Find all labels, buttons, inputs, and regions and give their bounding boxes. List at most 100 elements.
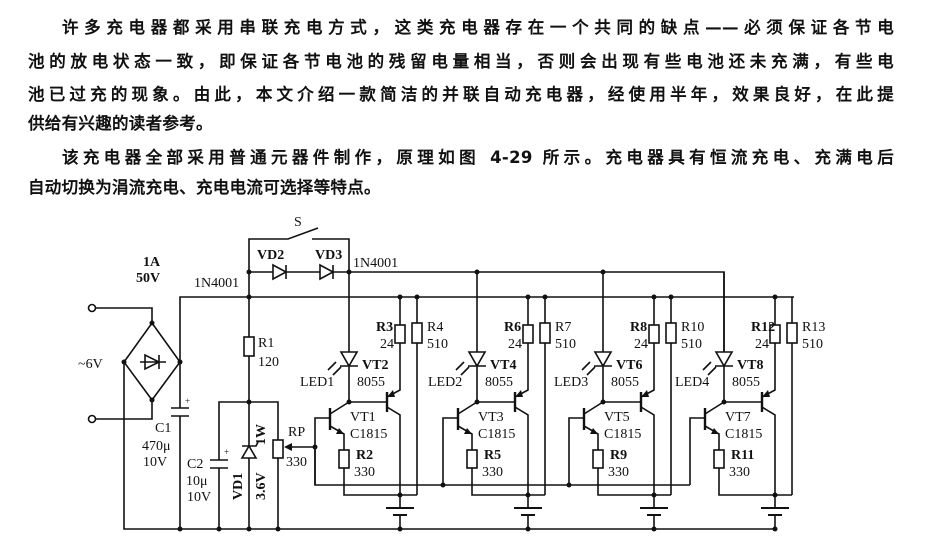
switch-label: S [294, 215, 302, 230]
power-transistor-part: 8055 [485, 375, 513, 390]
trickle-resistor-value: 510 [802, 337, 823, 352]
resistor-trickle [786, 322, 798, 344]
potentiometer-rp[interactable]: RP 330 [272, 425, 315, 470]
transistor-control [582, 408, 598, 434]
transistor-control [328, 408, 344, 434]
bridge-rectifier: 1A 50V [121, 255, 183, 403]
svg-text:3.6V: 3.6V [254, 472, 269, 500]
resistor-trickle [665, 322, 677, 344]
resistor-emitter [466, 449, 478, 469]
trickle-resistor-value: 510 [427, 337, 448, 352]
trickle-resistor-label: R4 [427, 320, 443, 335]
trickle-resistor-label: R7 [555, 320, 571, 335]
svg-text:120: 120 [258, 355, 279, 370]
transistor-power [639, 390, 649, 412]
svg-text:10V: 10V [187, 490, 211, 505]
text-line: 池的放电状态一致，即保证各节电池的残留电量相当，否则会出现有些电池还未充满，有些… [28, 52, 894, 71]
switch-s[interactable]: S [248, 215, 350, 272]
led-label: LED4 [675, 375, 709, 390]
power-transistor-label: VT2 [362, 358, 388, 373]
emitter-resistor-label: R5 [484, 448, 501, 463]
svg-text:1N4001: 1N4001 [353, 256, 398, 271]
resistor-emitter [713, 449, 725, 469]
bridge-current-rating: 1A [143, 255, 161, 270]
input-terminal [87, 414, 97, 424]
svg-text:+: + [185, 396, 190, 406]
ac-input: ~6V [78, 303, 153, 424]
text-line: 供给有兴趣的读者参考。 [28, 114, 213, 133]
collector-resistor-label: R12 [751, 320, 775, 335]
power-transistor-label: VT4 [490, 358, 516, 373]
input-terminal [87, 303, 97, 313]
svg-text:R1: R1 [258, 336, 274, 351]
led-label: LED1 [300, 375, 334, 390]
resistor-collector [522, 324, 534, 344]
emitter-resistor-value: 330 [608, 465, 629, 480]
svg-text:VD3: VD3 [315, 248, 342, 263]
c1-value: 470μ [142, 439, 171, 454]
transistor-power [513, 390, 523, 412]
svg-text:330: 330 [286, 455, 307, 470]
resistor-emitter [592, 449, 604, 469]
capacitor-c2: + C2 10μ 10V [186, 447, 229, 505]
control-transistor-part: C1815 [725, 427, 762, 442]
text-line: 许多充电器都采用串联充电方式，这类充电器存在一个共同的缺点——必须保证各节电 [62, 18, 894, 37]
emitter-resistor-label: R2 [356, 448, 373, 463]
control-transistor-label: VT5 [604, 410, 630, 425]
power-transistor-part: 8055 [357, 375, 385, 390]
power-transistor-label: VT6 [616, 358, 642, 373]
svg-text:1N4001: 1N4001 [194, 276, 239, 291]
transistor-control [703, 408, 719, 434]
battery-icon [761, 507, 789, 516]
led [455, 351, 487, 376]
svg-text:RP: RP [288, 425, 305, 440]
resistor-trickle [539, 322, 551, 344]
control-transistor-label: VT7 [725, 410, 751, 425]
svg-text:C2: C2 [187, 457, 203, 472]
resistor-r1: R1 120 [243, 336, 279, 370]
text-line: 自动切换为涓流充电、充电电流可选择等特点。 [28, 178, 381, 197]
bridge-voltage-rating: 50V [136, 271, 160, 286]
svg-text:VD2: VD2 [257, 248, 284, 263]
collector-resistor-value: 24 [380, 337, 394, 352]
led-label: LED2 [428, 375, 462, 390]
trickle-resistor-label: R10 [681, 320, 704, 335]
emitter-resistor-value: 330 [729, 465, 750, 480]
transistor-control [456, 408, 472, 434]
resistor-collector [769, 324, 781, 344]
capacitor-c1: + C1 470μ 10V [142, 396, 190, 470]
battery-icon [514, 507, 542, 516]
c1-voltage: 10V [143, 455, 167, 470]
svg-text:10μ: 10μ [186, 474, 208, 489]
power-transistor-label: VT8 [737, 358, 763, 373]
control-transistor-label: VT3 [478, 410, 504, 425]
led [327, 351, 359, 376]
collector-resistor-value: 24 [508, 337, 522, 352]
emitter-resistor-label: R9 [610, 448, 627, 463]
svg-text:1W: 1W [254, 424, 269, 445]
battery-icon [640, 507, 668, 516]
trickle-resistor-label: R13 [802, 320, 825, 335]
zener-vd1: VD1 3.6V 1W [231, 424, 269, 500]
collector-resistor-label: R8 [630, 320, 647, 335]
trickle-resistor-value: 510 [555, 337, 576, 352]
resistor-collector [394, 324, 406, 344]
collector-resistor-value: 24 [634, 337, 648, 352]
control-transistor-part: C1815 [604, 427, 641, 442]
transistor-power [385, 390, 395, 412]
c1-label: C1 [155, 421, 171, 436]
led-label: LED3 [554, 375, 588, 390]
trickle-resistor-value: 510 [681, 337, 702, 352]
diode-vd2: VD2 1N4001 [194, 248, 288, 291]
collector-resistor-value: 24 [755, 337, 769, 352]
battery-icon [386, 507, 414, 516]
control-transistor-label: VT1 [350, 410, 376, 425]
svg-text:VD1: VD1 [231, 473, 246, 500]
led [581, 351, 613, 376]
power-transistor-part: 8055 [732, 375, 760, 390]
resistor-collector [648, 324, 660, 344]
